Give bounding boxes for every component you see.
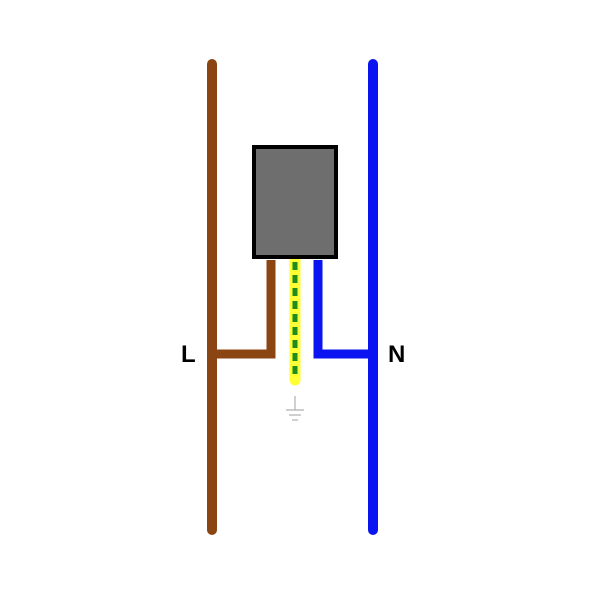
ground-icon xyxy=(286,396,304,421)
neutral-branch-wire xyxy=(313,260,373,359)
live-label: L xyxy=(181,341,196,368)
neutral-label: N xyxy=(388,341,405,368)
device-box xyxy=(252,145,338,259)
live-branch-wire xyxy=(212,260,276,359)
